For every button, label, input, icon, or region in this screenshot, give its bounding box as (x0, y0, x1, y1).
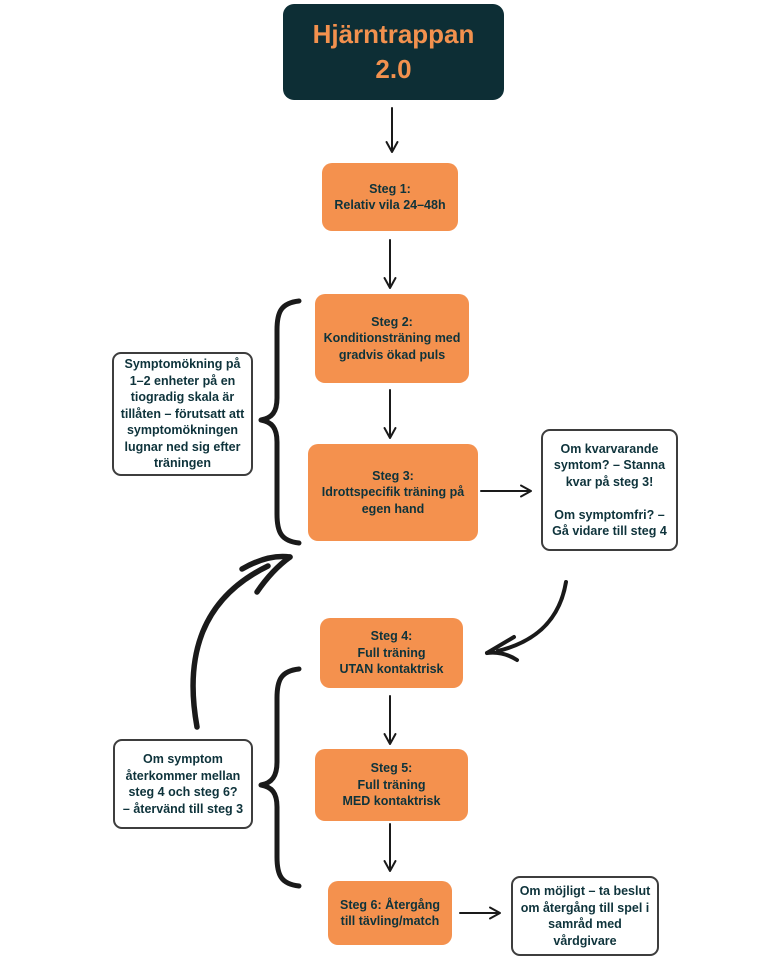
curved-arrow-decision-to-steg4 (485, 580, 568, 662)
brace-steg5-steg6 (258, 666, 302, 889)
note-return-to-play: Om möjligt – ta beslut om återgång till … (511, 876, 659, 956)
arrow-steg2-to-steg3 (383, 389, 397, 439)
arrow-title-to-steg1 (385, 107, 399, 153)
arrow-steg1-to-steg2 (383, 239, 397, 289)
brace-steg2-steg3 (258, 298, 302, 546)
note-steg3-decision: Om kvarvarande symtom? – Stanna kvar på … (541, 429, 678, 551)
note-symptom-increase: Symptomökning på 1–2 enheter på en tiogr… (112, 352, 253, 476)
curved-arrow-return-to-steg3 (190, 553, 293, 730)
note-symptom-return: Om symptom återkommer mellan steg 4 och … (113, 739, 253, 829)
arrow-steg3-to-decision-note (480, 484, 532, 498)
arrow-steg6-to-return-note (459, 906, 501, 920)
step-box-1: Steg 1: Relativ vila 24–48h (322, 163, 458, 231)
title-box: Hjärntrappan 2.0 (283, 4, 504, 100)
step-box-2: Steg 2: Konditionsträning med gradvis ök… (315, 294, 469, 383)
arrow-steg4-to-steg5 (383, 695, 397, 745)
step-box-6: Steg 6: Återgång till tävling/match (328, 881, 452, 945)
step-box-5: Steg 5: Full träning MED kontaktrisk (315, 749, 468, 821)
step-box-3: Steg 3: Idrottspecifik träning på egen h… (308, 444, 478, 541)
step-box-4: Steg 4: Full träning UTAN kontaktrisk (320, 618, 463, 688)
arrow-steg5-to-steg6 (383, 823, 397, 872)
